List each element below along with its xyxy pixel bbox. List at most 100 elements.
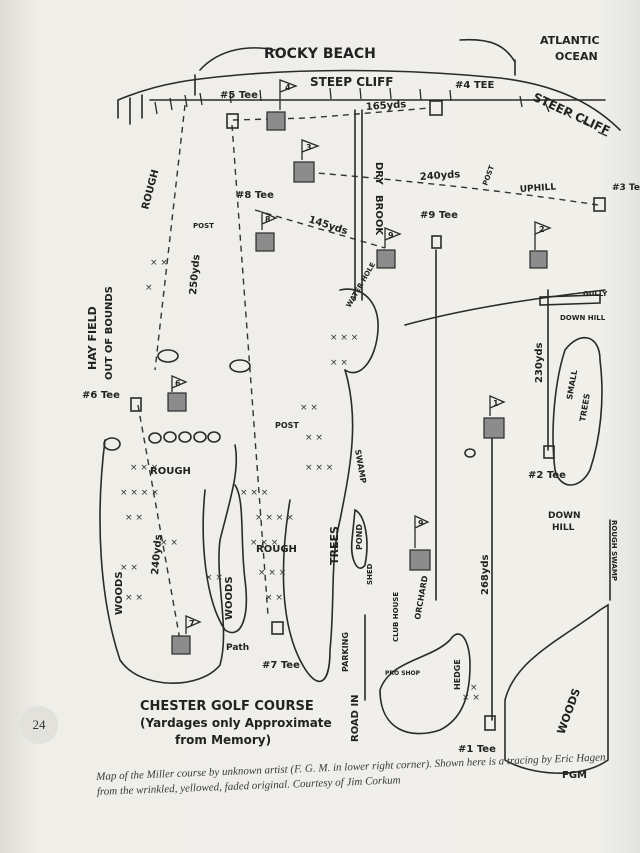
map-title: CHESTER GOLF COURSE [140,699,314,714]
gully-label: GULLY [583,290,608,298]
svg-text:× × ×: × × × [240,488,268,498]
map-subtitle-1: (Yardages only Approximate [140,716,332,730]
svg-text:× ×: × × [150,258,168,268]
small-trees-label: TREES [578,393,592,423]
svg-text:× × ×: × × × [258,568,286,578]
hay-field-label: HAY FIELD [86,306,99,370]
rough-swamp-label: ROUGH SWAMP [610,520,618,581]
flag-6-number: 6 [175,379,181,388]
dry-brook [354,109,363,301]
rough-label-1: ROUGH [140,168,161,210]
parking-label: PARKING [341,632,350,672]
rough-label-2: ROUGH [150,466,191,477]
yardage-250: 250yds [188,254,202,295]
flag-7-number: 7 [189,619,195,628]
ocean-label: OCEAN [555,50,598,63]
tee-boxes [130,100,606,731]
tee-7-label: #7 Tee [262,660,300,671]
tee-5-label: #5 Tee [220,90,258,101]
trees-label: TREES [328,526,341,565]
hedge-label: HEDGE [453,659,462,690]
tee-6-label: #6 Tee [82,390,120,401]
svg-text:× ×: × × [305,433,323,443]
shed-label: SHED [366,563,374,585]
gully-line [404,289,606,326]
hole-6-path [137,404,181,641]
bush-row [103,349,476,458]
tee-2-label: #2 Tee [528,470,566,481]
road-in-label: ROAD IN [350,694,361,742]
beach-arrow-left [199,47,276,71]
woods-label-3: WOODS [555,687,584,737]
flag-4-number: 4 [285,83,291,92]
hedge-outline [379,633,471,735]
water-hole-outline [339,288,379,374]
brook-label: BROOK [373,195,384,236]
pond-label: POND [355,524,364,550]
woods-label-1: WOODS [114,571,125,615]
yardage-240-a: 240yds [419,169,460,183]
cliff-hatching-left [117,94,143,125]
svg-text:× ×: × × [300,403,318,413]
club-house-label: CLUB HOUSE [392,592,400,642]
flag-numbers: 4 3 8 9 2 6 1 9 7 [175,83,545,628]
gully-box [539,294,601,306]
tee-1-label: #1 Tee [458,744,496,755]
uphill-label: UPHILL [520,182,557,195]
swamp-label: SWAMP [353,449,368,484]
svg-text:× × × ×: × × × × [120,488,159,498]
svg-text:× ×: × × [120,563,138,573]
tee-4-label: #4 TEE [455,80,494,91]
atlantic-label: ATLANTIC [540,34,600,47]
orchard-label: ORCHARD [413,575,430,621]
trees-outline [282,369,354,683]
flag-8-number: 8 [265,215,271,224]
svg-text:× ×: × × [125,593,143,603]
yardage-230: 230yds [534,342,545,383]
dry-label: DRY [373,162,384,185]
svg-text:× ×: × × [160,538,178,548]
flag-2-number: 2 [539,225,545,234]
svg-text:× × ×: × × × [250,538,278,548]
flags [171,79,552,634]
flag-1-number: 1 [493,399,499,408]
map-subtitle-2: from Memory) [175,733,271,747]
yardage-240-b: 240yds [150,534,164,575]
post-label-1: POST [481,164,496,187]
path-label: Path [226,643,249,653]
rough-label-3: ROUGH [256,544,297,555]
hole-5-path [231,124,269,616]
svg-text:× ×: × × [125,513,143,523]
svg-text:× × × ×: × × × × [255,513,294,523]
page-number: 24 [20,706,58,744]
cliff-hatching [154,87,608,137]
pond-outline [350,508,368,569]
flag-9b-number: 9 [418,519,424,528]
rocky-beach-label: ROCKY BEACH [264,46,376,62]
greens [167,111,548,655]
svg-text:×: × [470,683,478,693]
hole-rough-line [154,104,186,371]
woods-right-outline [504,603,609,774]
down-hill-2b-label: HILL [552,523,575,533]
beach-arrows [194,38,516,96]
flag-3-number: 3 [306,143,312,152]
woods-center-outline [202,484,248,634]
svg-text:× ×: × × [462,693,480,703]
flag-9-number: 9 [388,231,394,240]
hole-3-path [304,171,599,206]
svg-text:× × ×: × × × [130,463,158,473]
down-hill-label: DOWN HILL [560,314,606,322]
hole-4-path [232,107,431,121]
small-trees-outline [552,336,603,486]
down-hill-2-label: DOWN [548,511,581,521]
out-of-bounds-label: OUT OF BOUNDS [104,286,115,380]
yardage-145: 145yds [307,214,349,237]
small-label: SMALL [565,369,579,400]
yardage-165: 165yds [365,99,406,113]
hole-8-path [254,209,386,249]
yardage-268: 268yds [480,554,491,595]
svg-text:× × ×: × × × [305,463,333,473]
tee-9-label: #9 Tee [420,210,458,221]
